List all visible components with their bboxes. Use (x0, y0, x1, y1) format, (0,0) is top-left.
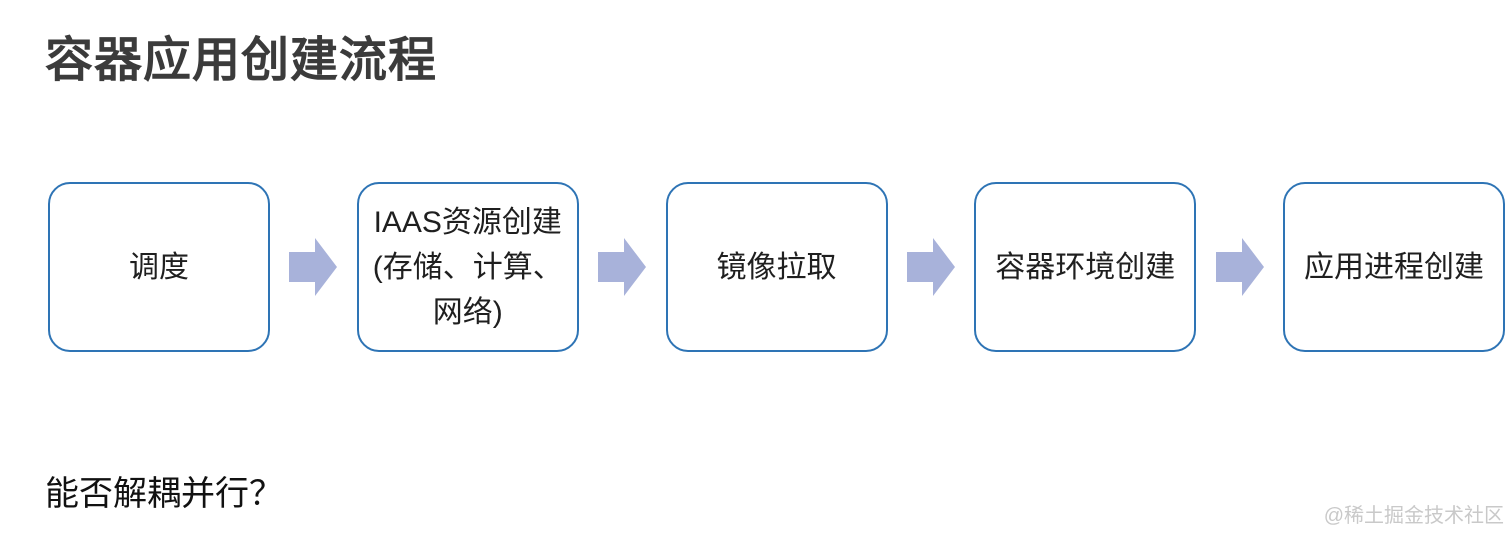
page-title: 容器应用创建流程 (45, 34, 438, 87)
right-block-arrow-icon (906, 238, 955, 296)
flow-arrow (906, 238, 955, 296)
flow-step-iaas-resource-creation: IAAS资源创建 (存储、计算、 网络) (356, 182, 579, 352)
right-block-arrow-icon (598, 238, 647, 296)
flow-step-image-pull: 镜像拉取 (665, 182, 888, 352)
flow-step-scheduling: 调度 (48, 182, 270, 352)
right-block-arrow-icon (289, 238, 338, 296)
flow-step-label: 调度 (129, 250, 189, 284)
flow-step-label: 容器环境创建 (995, 250, 1176, 284)
flow-arrow (598, 238, 647, 296)
right-block-arrow-icon (1215, 238, 1264, 296)
flow-step-label-line: IAAS资源创建 (373, 205, 562, 239)
question-text: 能否解耦并行？ (45, 475, 283, 513)
flow-step-label-line: (存储、计算、 (372, 250, 563, 284)
flow-arrow (1215, 238, 1264, 296)
flow-step-label: 镜像拉取 (716, 250, 837, 284)
flow-step-label-line: 网络) (432, 295, 503, 329)
flow-step-container-env-creation: 容器环境创建 (974, 182, 1197, 352)
flow-diagram: 调度 IAAS资源创建 (存储、计算、 网络) 镜像拉取 容器环境创建 (48, 182, 1505, 352)
flow-step-app-process-creation: 应用进程创建 (1283, 182, 1505, 352)
watermark: @稀土掘金技术社区 (1323, 505, 1504, 527)
flow-step-label: 应用进程创建 (1304, 250, 1484, 284)
flow-arrow (289, 238, 338, 296)
